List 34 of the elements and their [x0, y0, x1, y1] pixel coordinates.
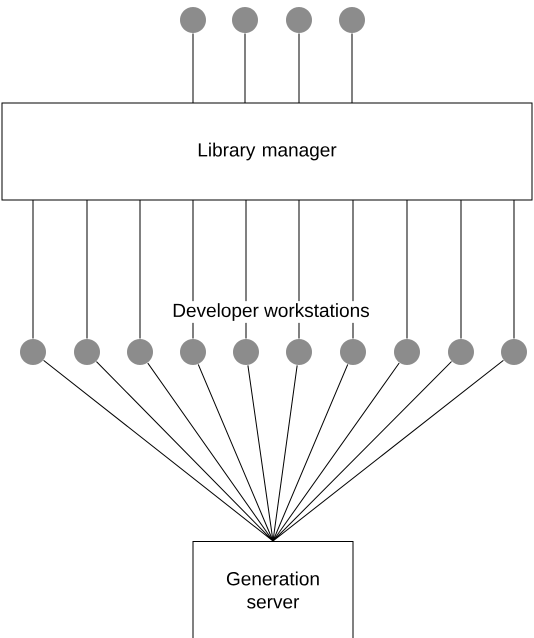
connector-line: [406, 200, 408, 339]
server-box: Generation server: [192, 541, 354, 638]
workstation-dot: [20, 339, 46, 365]
connector-line: [96, 361, 274, 542]
workstation-dot: [233, 339, 259, 365]
connector-line: [298, 33, 300, 103]
workstation-dot: [286, 7, 312, 33]
connector-line: [147, 362, 274, 542]
workstation-dot: [286, 339, 312, 365]
workstation-dot: [340, 339, 366, 365]
connector-line: [247, 364, 274, 542]
manager-box: Library manager: [2, 102, 532, 200]
connector-line: [192, 33, 194, 103]
connector-line: [460, 200, 462, 339]
connector-line: [86, 200, 88, 339]
connector-line: [244, 33, 246, 103]
connector-line: [198, 364, 274, 542]
group-label: Developer workstations: [170, 301, 372, 323]
connector-line: [272, 360, 504, 542]
connector-line: [272, 364, 298, 542]
workstation-dot: [180, 7, 206, 33]
connector-line: [272, 362, 400, 542]
workstation-dot: [232, 7, 258, 33]
connector-line: [272, 364, 348, 542]
connector-line: [272, 361, 452, 542]
workstation-dot: [394, 339, 420, 365]
workstation-dot: [448, 339, 474, 365]
workstation-dot: [127, 339, 153, 365]
workstation-dot: [339, 7, 365, 33]
workstation-dot: [74, 339, 100, 365]
connector-line: [43, 360, 274, 542]
workstation-dot: [501, 339, 527, 365]
workstation-dot: [180, 339, 206, 365]
connector-line: [32, 200, 34, 339]
